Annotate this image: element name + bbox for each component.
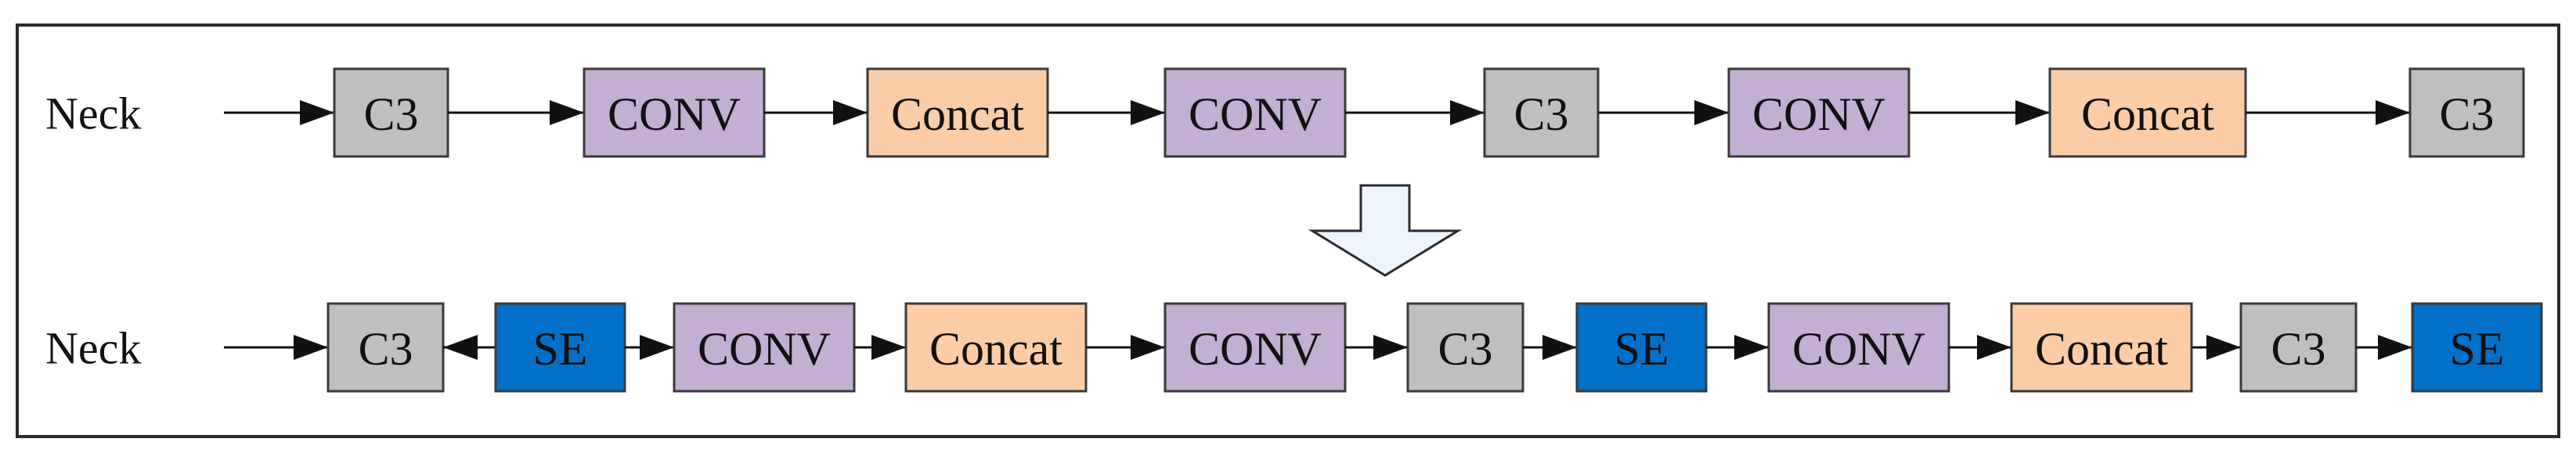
arrowhead-icon [1694,100,1729,125]
block-conv: CONV [1164,67,1347,158]
arrowhead-icon [300,100,334,125]
block-label: CONV [1189,88,1322,140]
block-c3: C3 [2239,302,2358,393]
block-label: C3 [2271,323,2325,375]
arrowhead-icon [871,335,906,360]
block-c3: C3 [1406,302,1524,393]
block-label: SE [1614,323,1669,375]
block-c3: C3 [2408,67,2525,158]
block-box [1483,67,1600,158]
block-box [2010,302,2193,393]
arrowhead-icon [833,100,868,125]
block-label: C3 [358,323,413,375]
block-label: Concat [2081,88,2214,140]
block-label: CONV [1752,88,1885,140]
block-label: Concat [2035,323,2168,375]
block-box [1727,67,1910,158]
block-conv: CONV [1727,67,1910,158]
arrowhead-icon [2015,100,2050,125]
arrowhead-icon [1450,100,1485,125]
block-se: SE [2411,302,2543,393]
block-label: C3 [1438,323,1492,375]
block-se: SE [494,302,626,393]
block-label: CONV [1792,323,1925,375]
block-box [1406,302,1524,393]
arrowhead-icon [1734,335,1769,360]
arrowhead-icon [2378,335,2412,360]
arrowhead-icon [294,335,328,360]
block-conv: CONV [1164,302,1347,393]
block-label: C3 [363,88,418,140]
block-concat: Concat [2010,302,2193,393]
block-concat: Concat [866,67,1049,158]
arrowhead-icon [443,335,478,360]
block-se: SE [1575,302,1708,393]
block-label: Concat [891,88,1024,140]
block-conv: CONV [673,302,856,393]
block-label: SE [532,323,587,375]
block-concat: Concat [2048,67,2247,158]
arrowhead-icon [1977,335,2011,360]
row-2-label: Neck [45,323,141,374]
block-concat: Concat [904,302,1088,393]
block-box [327,302,445,393]
arrowhead-icon [640,335,674,360]
arrowhead-icon [1542,335,1577,360]
block-box [1767,302,1950,393]
block-conv: CONV [583,67,766,158]
transform-down-arrow-icon [1308,184,1463,277]
block-box [1164,302,1347,393]
arrowhead-icon [1131,335,1165,360]
block-box [2411,302,2543,393]
row-1-label: Neck [45,88,141,139]
modified-neck-row: C3 SE CONV Concat CONV C3 SE CONV Concat C3 SE [224,302,2543,393]
arrowhead-icon [1373,335,1408,360]
block-label: CONV [1189,323,1322,375]
block-box [904,302,1088,393]
arrowhead-icon [2206,335,2241,360]
block-label: CONV [698,323,831,375]
block-c3: C3 [1483,67,1600,158]
arrowhead-icon [2376,100,2410,125]
block-conv: CONV [1767,302,1950,393]
block-label: Concat [929,323,1063,375]
block-box [866,67,1049,158]
block-box [2408,67,2525,158]
block-box [333,67,449,158]
block-label: CONV [608,88,741,140]
block-label: C3 [1513,88,1568,140]
block-box [2048,67,2247,158]
block-c3: C3 [333,67,449,158]
block-c3: C3 [327,302,445,393]
original-neck-row: C3 CONV Concat CONV C3 CONV Concat C3 [224,67,2525,158]
arrowhead-icon [1131,100,1165,125]
block-label: C3 [2439,88,2494,140]
block-box [494,302,626,393]
arrowhead-icon [550,100,584,125]
block-label: SE [2449,323,2504,375]
block-box [583,67,766,158]
